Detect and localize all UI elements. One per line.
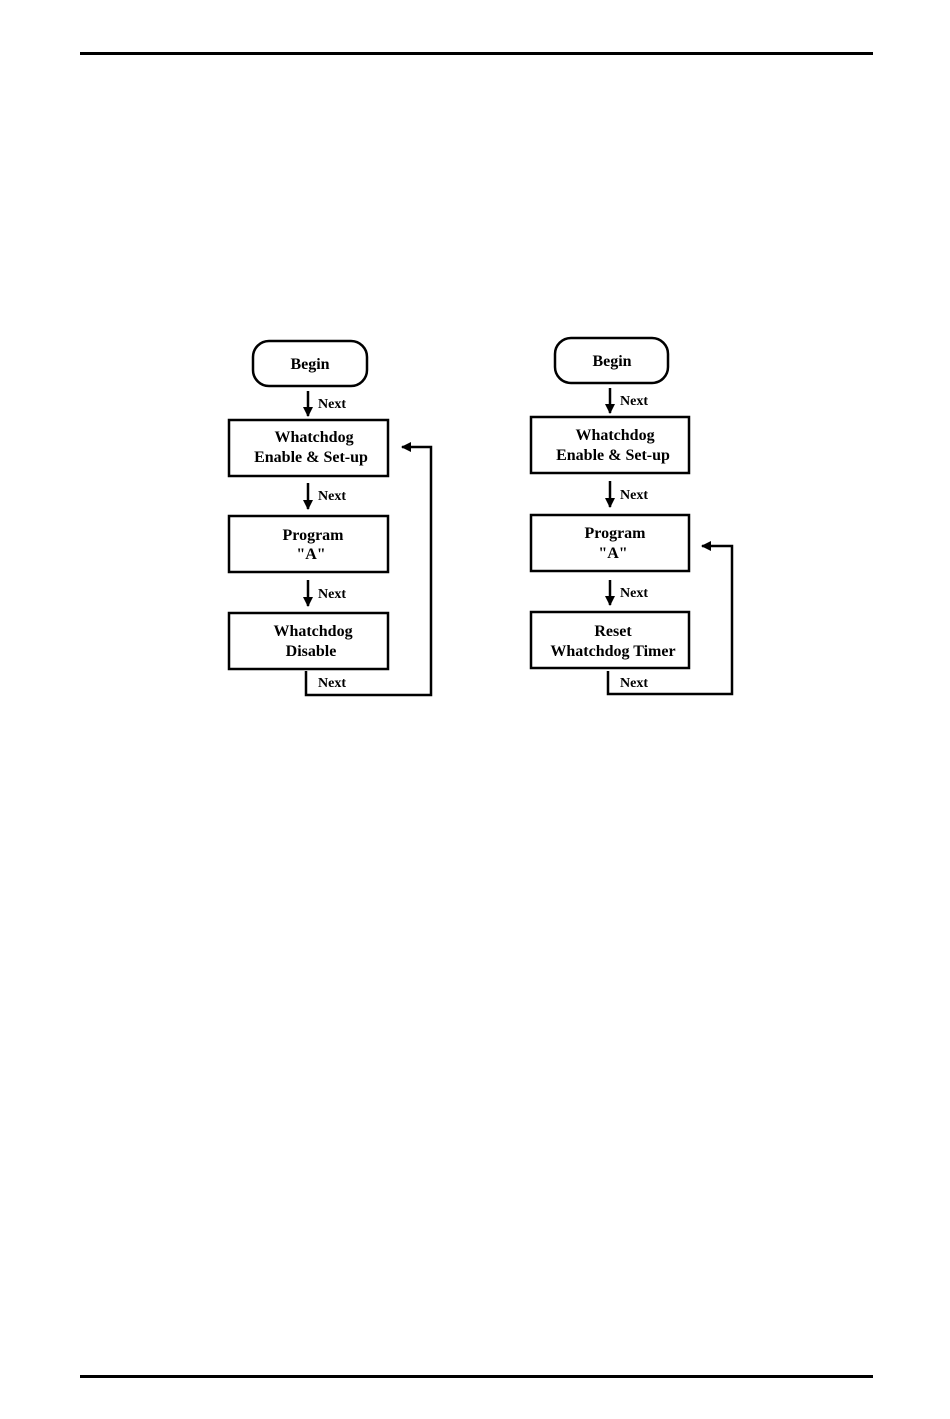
step-program-a: Program "A" bbox=[229, 516, 388, 572]
begin-node: Begin bbox=[555, 338, 668, 383]
step-watchdog-disable: Whatchdog Disable bbox=[229, 613, 388, 669]
step-line: "A" bbox=[296, 546, 325, 563]
edge-label-next: Next bbox=[318, 489, 346, 504]
edge-label-next: Next bbox=[620, 488, 648, 503]
step-line: Enable & Set-up bbox=[254, 449, 368, 466]
step-reset-timer: Reset Whatchdog Timer bbox=[531, 612, 689, 668]
flowchart-left: Begin Next Whatchdog Enable & Set-up Nex… bbox=[229, 341, 431, 695]
step-line: Reset bbox=[594, 623, 632, 640]
begin-label: Begin bbox=[592, 353, 631, 370]
begin-label: Begin bbox=[290, 356, 329, 373]
begin-node: Begin bbox=[253, 341, 367, 386]
edge-label-next: Next bbox=[620, 676, 648, 691]
step-program-a: Program "A" bbox=[531, 515, 689, 571]
step-enable-setup: Whatchdog Enable & Set-up bbox=[229, 420, 388, 476]
edge-label-next: Next bbox=[620, 586, 648, 601]
step-line: Whatchdog bbox=[575, 427, 654, 444]
step-line: Disable bbox=[286, 643, 337, 660]
step-line: Enable & Set-up bbox=[556, 447, 670, 464]
step-line: Whatchdog bbox=[273, 623, 352, 640]
flowchart-right: Begin Next Whatchdog Enable & Set-up Nex… bbox=[531, 338, 732, 694]
step-line: Program bbox=[584, 525, 646, 542]
step-line: Whatchdog bbox=[274, 429, 353, 446]
edge-label-next: Next bbox=[318, 397, 346, 412]
step-line: Whatchdog Timer bbox=[550, 643, 675, 660]
edge-label-next: Next bbox=[318, 676, 346, 691]
edge-label-next: Next bbox=[620, 394, 648, 409]
step-line: "A" bbox=[598, 545, 627, 562]
step-line: Program bbox=[282, 527, 344, 544]
edge-label-next: Next bbox=[318, 587, 346, 602]
step-enable-setup: Whatchdog Enable & Set-up bbox=[531, 417, 689, 473]
